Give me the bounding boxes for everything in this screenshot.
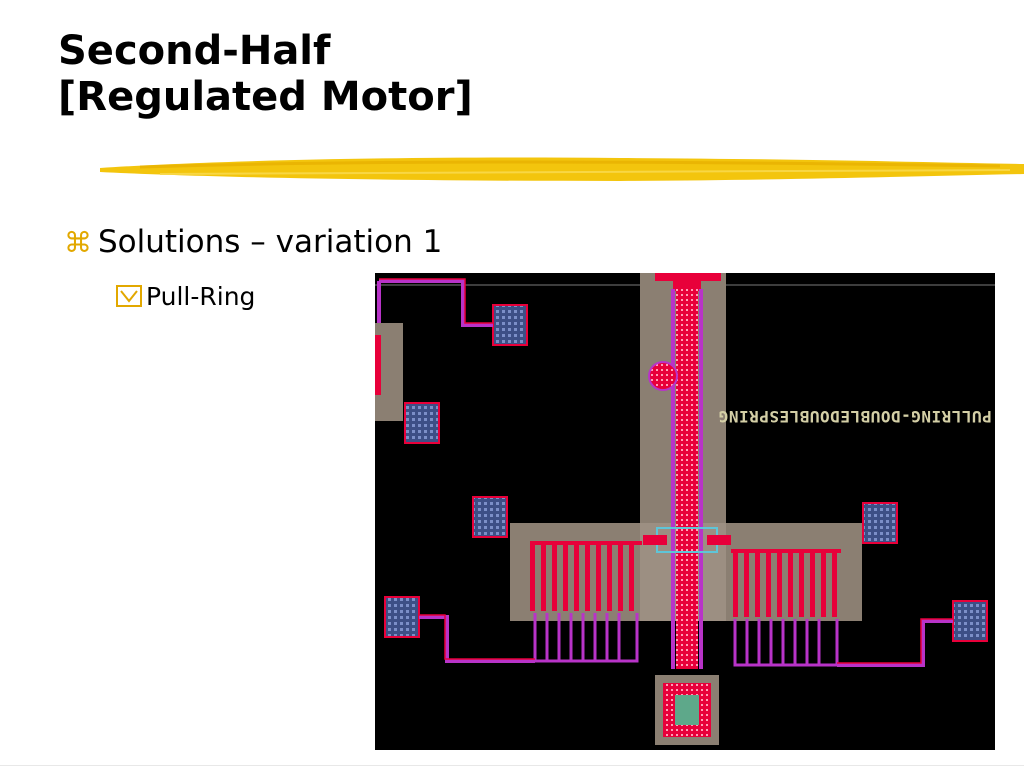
slide-title: Second-Half [Regulated Motor] xyxy=(58,28,473,120)
layout-label: PULLRING-DOUBLEDOUBLESPRING xyxy=(718,407,992,426)
footer-divider xyxy=(0,765,1024,766)
checkbox-icon xyxy=(116,285,142,307)
highlighter-stroke xyxy=(100,157,1024,181)
title-line-1: Second-Half xyxy=(58,28,331,74)
title-line-2: [Regulated Motor] xyxy=(58,74,473,120)
bullet-pull-ring-text: Pull-Ring xyxy=(146,281,256,311)
bullet-pull-ring: Pull-Ring xyxy=(116,280,255,312)
layout-drawing: PULLRING-DOUBLEDOUBLESPRING xyxy=(375,273,995,745)
mems-layout-image: PULLRING-DOUBLEDOUBLESPRING xyxy=(375,273,995,750)
bullet-solutions: ⌘ Solutions – variation 1 xyxy=(64,222,442,262)
bullet-solutions-text: Solutions – variation 1 xyxy=(98,224,443,260)
command-key-icon: ⌘ xyxy=(64,225,92,259)
